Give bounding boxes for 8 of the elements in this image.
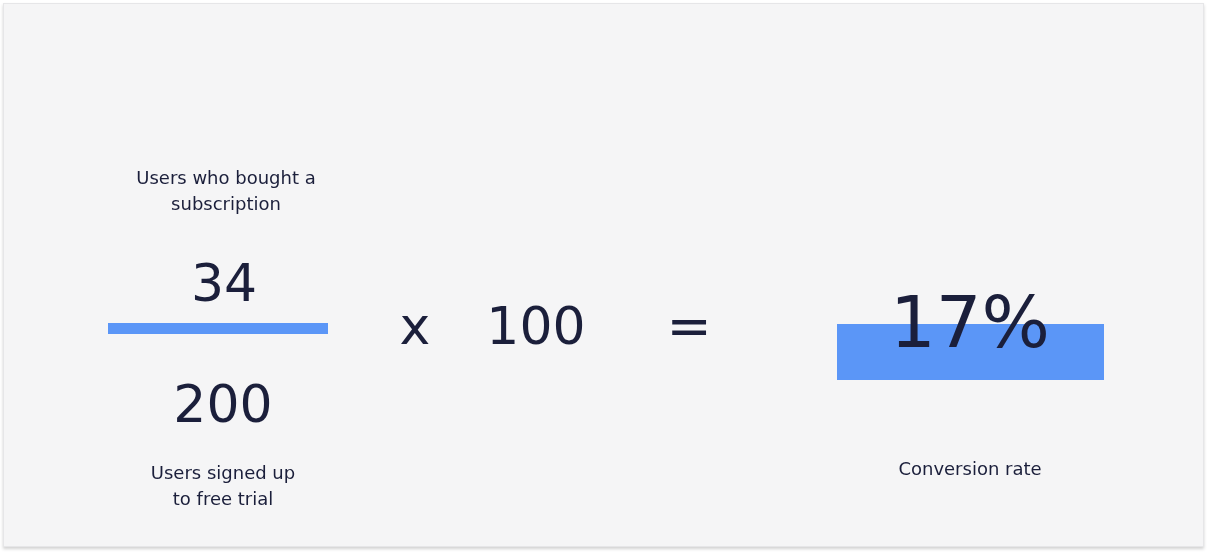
denominator-caption: Users signed up to free trial bbox=[149, 461, 297, 511]
result-caption: Conversion rate bbox=[898, 457, 1042, 481]
multiply-sign: x bbox=[399, 297, 431, 355]
numerator-value: 34 bbox=[190, 254, 258, 312]
multiplier-value: 100 bbox=[486, 297, 586, 355]
numerator-caption: Users who bought a subscription bbox=[135, 166, 317, 216]
equals-sign: = bbox=[666, 297, 712, 355]
denominator-value: 200 bbox=[173, 375, 273, 433]
